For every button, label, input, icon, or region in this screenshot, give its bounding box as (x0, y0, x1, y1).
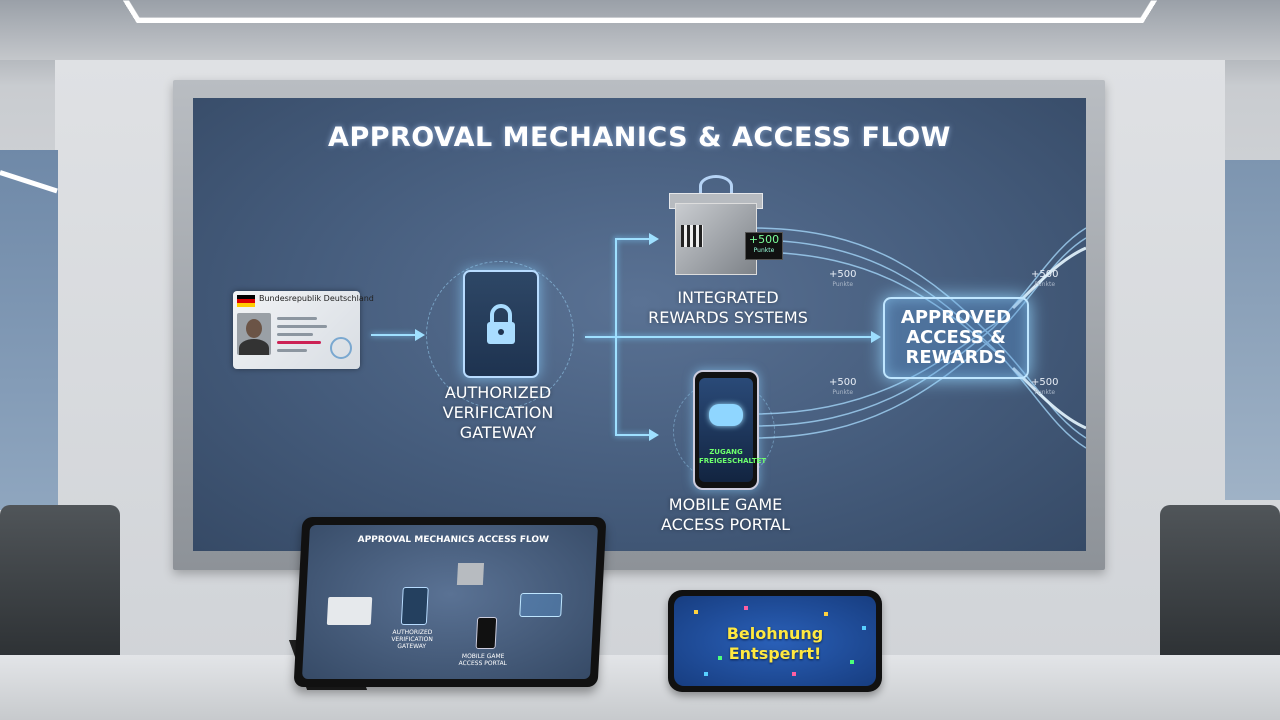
display-title: APPROVAL MECHANICS & ACCESS FLOW (328, 122, 951, 153)
gateway-label: AUTHORIZED VERIFICATION GATEWAY (442, 383, 554, 442)
gateway-tablet (463, 270, 539, 378)
wall-display-screen: APPROVAL MECHANICS & ACCESS FLOW Bundesr… (193, 98, 1086, 551)
qr-code-icon (681, 225, 703, 247)
rewards-label: INTEGRATED REWARDS SYSTEMS (648, 288, 808, 327)
tablet-screen: APPROVAL MECHANICS ACCESS FLOW AUTHORIZE… (301, 525, 599, 679)
gamepad-icon (709, 404, 743, 426)
data-stream-lines (753, 227, 1086, 449)
id-card: Bundesrepublik Deutschland (233, 291, 374, 369)
lock-icon (487, 304, 515, 344)
arrow-right-icon (649, 429, 659, 441)
german-flag-icon (237, 295, 255, 307)
table-surface (0, 655, 1280, 720)
id-photo (237, 313, 271, 355)
seal-icon (330, 337, 352, 359)
ceiling (0, 0, 1280, 60)
tablet-title: APPROVAL MECHANICS ACCESS FLOW (357, 535, 550, 545)
tablet-phone-icon (475, 617, 498, 649)
arrow-right-icon (649, 233, 659, 245)
gateway-ring (426, 261, 574, 409)
tablet-lock-icon (400, 587, 429, 625)
arrow-right-icon (871, 331, 881, 343)
arrow-right-icon (415, 329, 425, 341)
portal-label: MOBILE GAME ACCESS PORTAL (660, 495, 791, 534)
left-window (0, 150, 58, 510)
approved-access-box: APPROVED ACCESS & REWARDS (883, 297, 1029, 379)
left-chair (0, 505, 120, 665)
tablet-gift-icon (456, 563, 485, 585)
ceiling-light (122, 0, 1158, 24)
tablet-approved-box (519, 593, 563, 617)
points-tag: +500 Punkte (745, 232, 783, 260)
tablet-device: APPROVAL MECHANICS ACCESS FLOW AUTHORIZE… (293, 517, 607, 687)
reward-gift-box: +500 Punkte (665, 175, 785, 285)
smartphone-screen: Belohnung Entsperrt! (674, 596, 876, 686)
smartphone: Belohnung Entsperrt! (668, 590, 882, 692)
tablet-portal-label: MOBILE GAME ACCESS PORTAL (458, 653, 508, 667)
right-window (1225, 160, 1280, 500)
tablet-gateway-label: AUTHORIZED VERIFICATION GATEWAY (391, 629, 433, 650)
phone-status-text: ZUGANG FREIGESCHALTET (699, 448, 767, 465)
tablet-id-card (326, 597, 373, 625)
right-chair (1160, 505, 1280, 665)
id-card-header: Bundesrepublik Deutschland (259, 294, 374, 303)
reward-message: Belohnung Entsperrt! (726, 624, 824, 663)
mobile-phone: ZUGANG FREIGESCHALTET (693, 370, 767, 490)
